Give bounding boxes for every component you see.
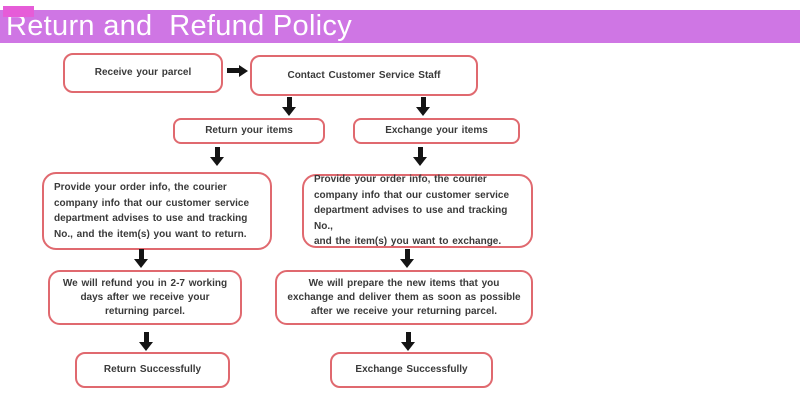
node-receive-parcel: Receive your parcel (63, 53, 223, 93)
arrow-down-icon (413, 147, 427, 166)
accent-square (3, 6, 34, 17)
header-bar: Return and Refund Policy (0, 10, 800, 43)
node-return-your-items: Return your items (173, 118, 325, 144)
node-return-instructions: Provide your order info, the courier com… (42, 172, 272, 250)
arrow-down-icon (401, 332, 415, 351)
arrow-down-icon (282, 97, 296, 116)
page-title: Return and Refund Policy (6, 10, 353, 42)
node-prepare-new-items: We will prepare the new items that you e… (275, 270, 533, 325)
node-contact-customer-service: Contact Customer Service Staff (250, 55, 478, 96)
arrow-right-icon (227, 64, 248, 77)
node-exchange-successfully: Exchange Successfully (330, 352, 493, 388)
arrow-down-icon (400, 249, 414, 268)
node-exchange-your-items: Exchange your items (353, 118, 520, 144)
node-exchange-instructions: Provide your order info, the courier com… (302, 174, 533, 248)
arrow-down-icon (210, 147, 224, 166)
arrow-down-icon (139, 332, 153, 351)
arrow-down-icon (134, 249, 148, 268)
node-refund-info: We will refund you in 2-7 working days a… (48, 270, 242, 325)
arrow-down-icon (416, 97, 430, 116)
node-return-successfully: Return Successfully (75, 352, 230, 388)
